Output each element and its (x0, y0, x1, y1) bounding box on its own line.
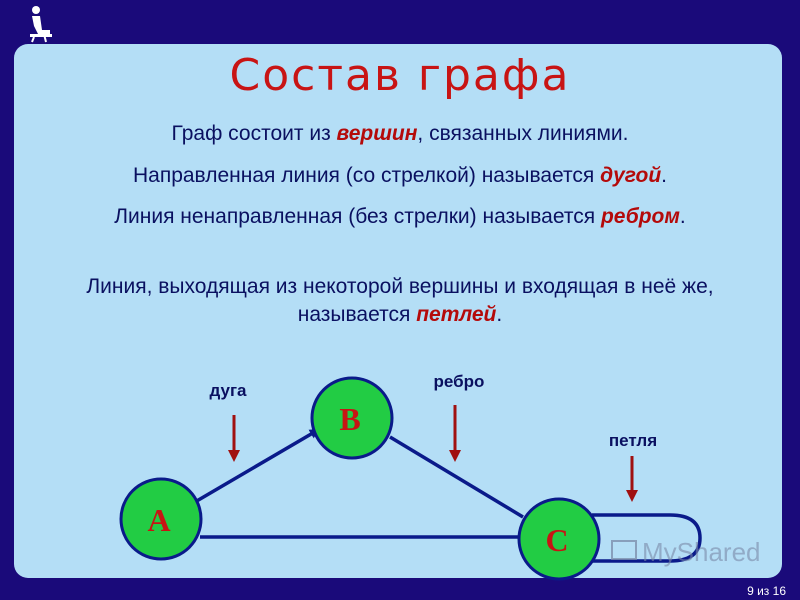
term-vertices: вершин (336, 122, 418, 145)
node-c (517, 497, 601, 581)
watermark: MyShared (611, 537, 761, 567)
node-a-label: A (147, 502, 170, 538)
text-part: Линия, выходящая из некоторой вершины и … (86, 275, 714, 326)
edge-label: ребро (434, 372, 485, 391)
text-part: . (496, 303, 503, 326)
edge-b-c (389, 435, 524, 519)
term-loop: петлей (416, 303, 497, 326)
text-part: Направленная линия (со стрелкой) называе… (132, 164, 601, 187)
node-b-label: B (339, 401, 360, 437)
text-part: . (679, 205, 686, 228)
node-b (310, 376, 394, 460)
node-c-label: C (545, 522, 568, 558)
reader-logo-icon (30, 6, 52, 43)
arc-label: дуга (210, 381, 248, 400)
loop-c (592, 513, 702, 563)
definition-vertices: Граф состоит из вершин, связанных линиям… (40, 120, 760, 148)
definition-edge: Линия ненаправленная (без стрелки) назыв… (40, 203, 760, 231)
term-edge: ребром (600, 205, 680, 228)
text-part: Граф состоит из (171, 122, 337, 145)
node-a (119, 477, 203, 561)
text-part: Линия ненаправленная (без стрелки) назыв… (114, 205, 601, 228)
watermark-text: MyShared (642, 537, 761, 567)
slide-title: Состав графа (229, 50, 571, 101)
definition-loop: Линия, выходящая из некоторой вершины и … (40, 273, 760, 329)
watermark-icon (611, 540, 637, 560)
page-number: 9 из 16 (747, 584, 786, 598)
text-part: , связанных линиями. (417, 122, 629, 145)
term-arc: дугой (600, 164, 662, 187)
arc-a-b (194, 428, 320, 504)
text-part: . (661, 164, 667, 187)
definition-arc: Направленная линия (со стрелкой) называе… (40, 162, 760, 190)
loop-label: петля (609, 431, 657, 450)
